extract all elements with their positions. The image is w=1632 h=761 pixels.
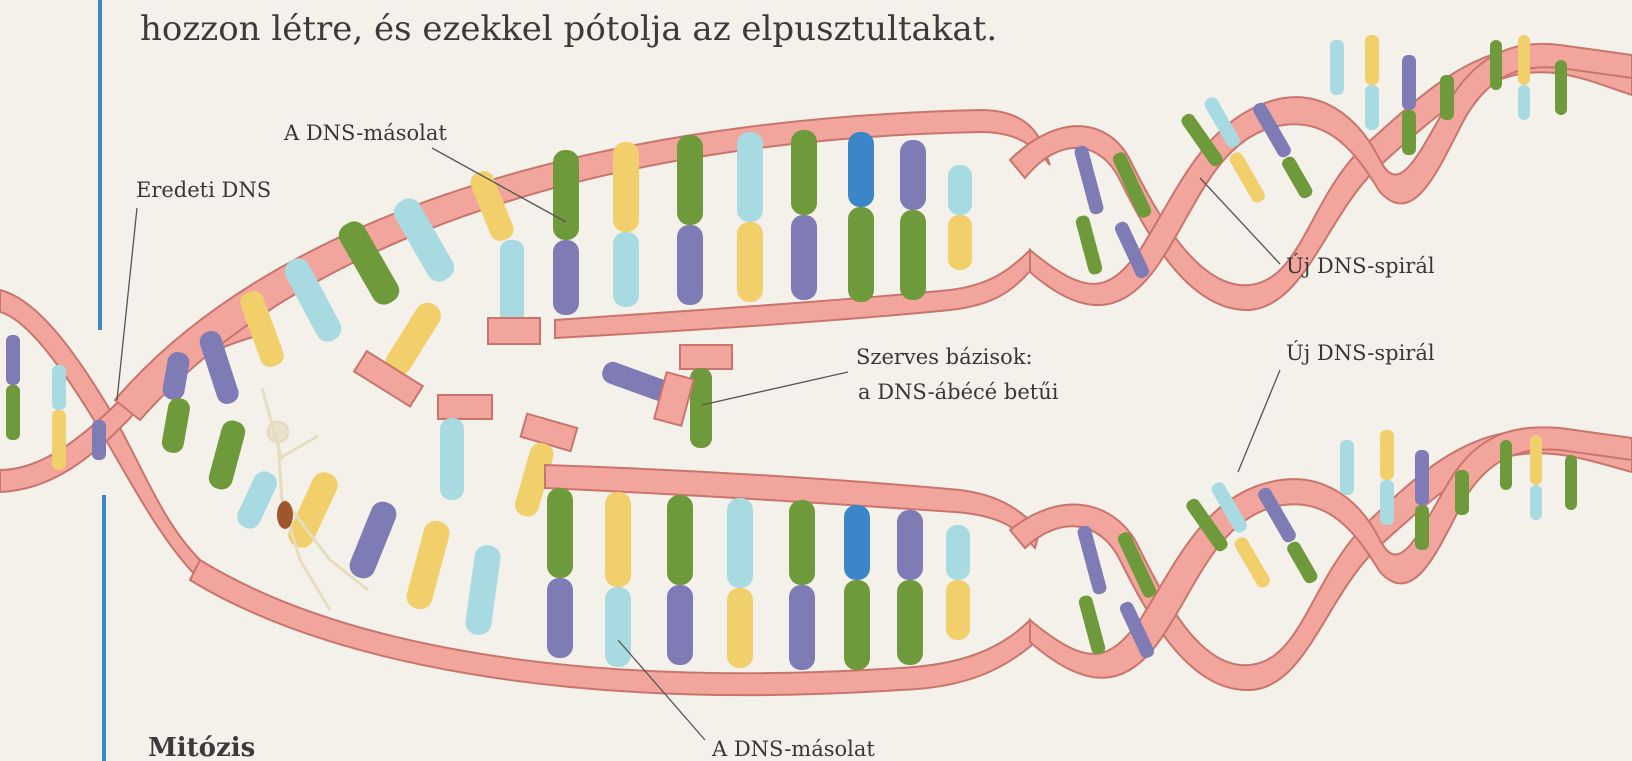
lower-copy-rungs [547,488,970,670]
label-bases-line1: Szerves bázisok: [856,345,1033,369]
leader-new-helix-top [1200,178,1280,264]
label-new-helix-bottom: Új DNS-spirál [1286,340,1435,365]
leader-bases [702,372,848,405]
section-heading: Mitózis [148,733,255,761]
label-bases-line2: a DNS-ábécé betűi [858,380,1059,404]
upper-copy-rungs [553,130,972,315]
lower-strand [190,418,1040,695]
label-copy-top: A DNS-másolat [283,121,447,145]
label-copy-bottom: A DNS-másolat [711,737,875,761]
leader-new-helix-bottom [1238,370,1280,472]
label-new-helix-top: Új DNS-spirál [1286,253,1435,278]
leader-original-dna [117,208,137,400]
header-text: hozzon létre, és ezekkel pótolja az elpu… [140,9,997,49]
lower-new-helix [1010,427,1632,690]
label-original-dna: Eredeti DNS [136,178,271,202]
